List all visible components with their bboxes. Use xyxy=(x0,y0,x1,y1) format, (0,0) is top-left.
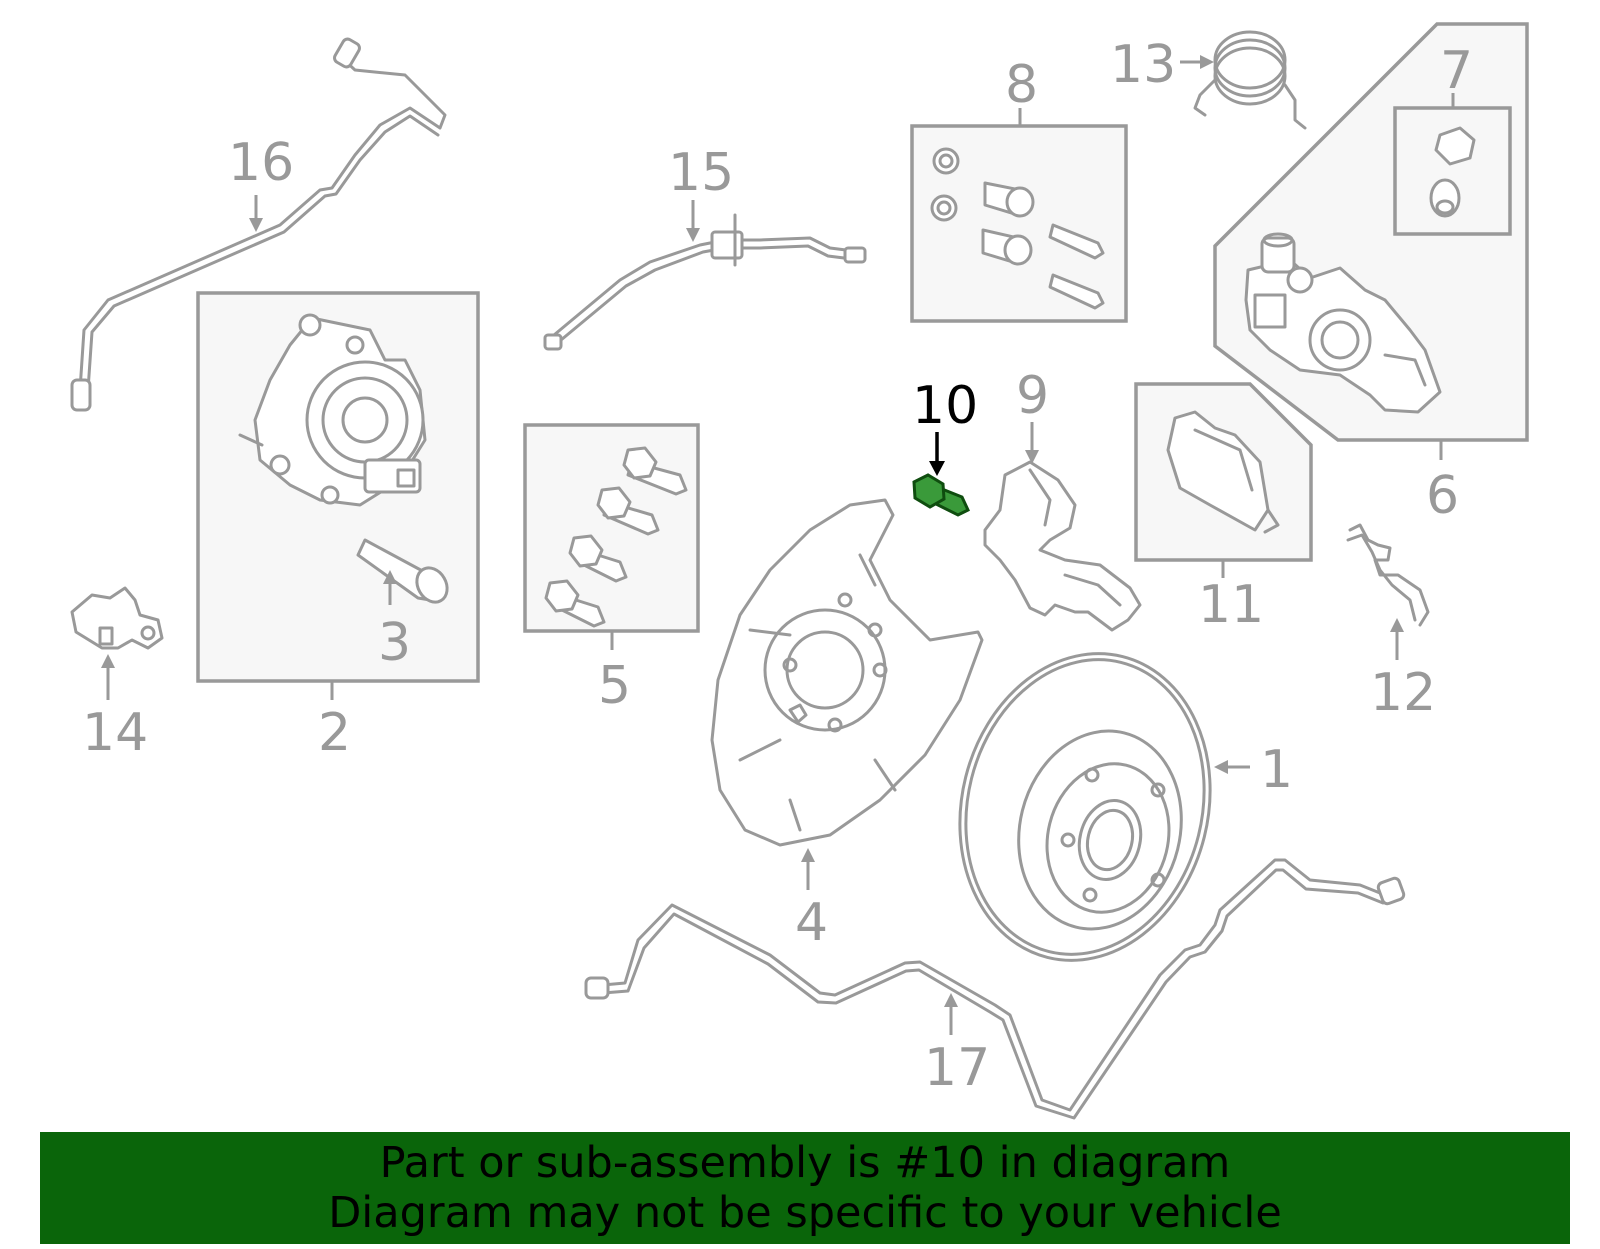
part-14-abs-sensor[interactable] xyxy=(70,586,164,650)
callout-5: 5 xyxy=(598,632,631,716)
banner-line-1: Part or sub-assembly is #10 in diagram xyxy=(379,1138,1231,1188)
callout-14-label: 14 xyxy=(82,703,148,763)
callout-15: 15 xyxy=(668,143,734,242)
callout-6-label: 6 xyxy=(1426,466,1459,526)
part-12-anti-rattle-clip[interactable] xyxy=(1346,523,1430,627)
part-15-brake-hose[interactable] xyxy=(543,213,867,351)
callout-2-label: 2 xyxy=(318,703,351,763)
callout-12-label: 12 xyxy=(1370,663,1436,723)
callout-2: 2 xyxy=(318,682,351,763)
callout-10: 10 xyxy=(912,376,978,476)
part-10-bracket-bolt[interactable] xyxy=(912,473,970,517)
callout-17-label: 17 xyxy=(924,1038,990,1098)
callout-6: 6 xyxy=(1426,441,1459,526)
banner-line-2: Diagram may not be specific to your vehi… xyxy=(328,1188,1282,1238)
part-8-guide-pin-kit[interactable] xyxy=(910,124,1128,323)
callout-5-label: 5 xyxy=(598,656,631,716)
callout-11: 11 xyxy=(1198,561,1264,635)
part-16-brake-line[interactable] xyxy=(70,37,447,412)
part-17-brake-line[interactable] xyxy=(584,858,1406,1120)
callout-8-label: 8 xyxy=(1005,55,1038,115)
part-11-brake-pads[interactable] xyxy=(1134,382,1313,562)
callout-16-label: 16 xyxy=(228,133,294,193)
part-4-dust-shield[interactable] xyxy=(710,498,984,847)
part-13-spring[interactable] xyxy=(1193,30,1307,130)
callout-17: 17 xyxy=(924,993,990,1098)
part-5-bolt-kit[interactable] xyxy=(523,423,700,633)
bolt-5b xyxy=(596,486,660,536)
callout-11-label: 11 xyxy=(1198,575,1264,635)
bolt-5d xyxy=(544,579,606,628)
callout-7: 7 xyxy=(1440,41,1473,108)
callout-3-label: 3 xyxy=(378,613,411,673)
callout-3: 3 xyxy=(378,570,411,673)
part-9-caliper-bracket[interactable] xyxy=(983,460,1142,632)
parts-diagram: 16 3 2 xyxy=(70,22,1529,1120)
callout-1-label: 1 xyxy=(1260,740,1293,800)
part-3-wheel-stud[interactable] xyxy=(356,538,453,608)
callout-15-label: 15 xyxy=(668,143,734,203)
callout-12: 12 xyxy=(1370,618,1436,723)
part-2-hub-assembly[interactable] xyxy=(196,291,480,683)
bolt-5a xyxy=(622,446,688,496)
callout-4-label: 4 xyxy=(795,893,828,953)
part-6-caliper-assembly[interactable] xyxy=(1213,22,1529,442)
callout-13: 13 xyxy=(1110,35,1214,95)
callout-16: 16 xyxy=(228,133,294,232)
callout-7-label: 7 xyxy=(1440,41,1473,101)
part-1-brake-rotor[interactable] xyxy=(928,627,1242,987)
callout-10-label: 10 xyxy=(912,376,978,436)
callout-4: 4 xyxy=(795,848,828,953)
info-banner: Part or sub-assembly is #10 in diagram D… xyxy=(40,1132,1570,1244)
part-7-bleeder-kit[interactable] xyxy=(1429,126,1476,218)
callout-14: 14 xyxy=(82,654,148,763)
callout-13-label: 13 xyxy=(1110,35,1176,95)
callout-8: 8 xyxy=(1005,55,1038,126)
callout-9: 9 xyxy=(1016,366,1049,464)
callout-9-label: 9 xyxy=(1016,366,1049,426)
bolt-5c xyxy=(568,534,628,583)
callout-1: 1 xyxy=(1214,740,1293,800)
